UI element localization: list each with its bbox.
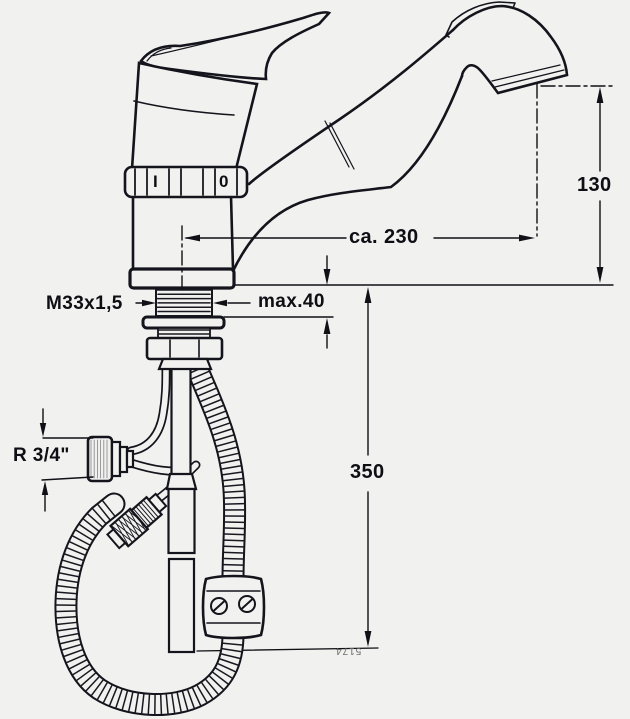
label-shank-thread: M33x1,5 — [46, 293, 123, 314]
spout-separation-line — [329, 122, 355, 170]
fitting-knurl — [90, 439, 108, 479]
hose-weight — [201, 574, 266, 640]
pullout-hose — [54, 354, 247, 717]
label-hose-connection: R 3/4" — [13, 445, 70, 466]
label-spout-height: 130 — [577, 174, 612, 196]
spout-separation-line — [324, 120, 350, 168]
dim-m33 — [135, 299, 251, 307]
valve-open-mark: I — [153, 172, 158, 191]
label-deck-thickness: max.40 — [258, 291, 325, 312]
label-hose-drop: 350 — [350, 461, 385, 483]
r34-fitting — [86, 435, 135, 483]
shank-thread — [141, 286, 226, 371]
tail-pipe — [165, 363, 198, 654]
dim-130 — [540, 85, 614, 283]
dim-max40 — [323, 255, 331, 349]
release-clip — [445, 1, 516, 38]
flange-washer — [141, 315, 226, 330]
hose-connector — [106, 492, 168, 550]
drawing-number: 5174 — [335, 645, 362, 656]
spray-face-line — [491, 64, 561, 82]
supply-tube — [126, 365, 171, 456]
dim-r34 — [39, 408, 94, 512]
dim-350 — [364, 287, 372, 647]
spray-head — [445, 1, 569, 95]
spout — [231, 28, 464, 273]
dim-ca230 — [181, 83, 538, 290]
spray-face-line — [494, 69, 565, 88]
label-spout-reach: ca. 230 — [349, 226, 419, 248]
control-ring — [123, 165, 249, 199]
valve-closed-mark: 0 — [219, 172, 229, 191]
lever-handle — [139, 11, 332, 81]
mounting-nut — [145, 336, 224, 361]
